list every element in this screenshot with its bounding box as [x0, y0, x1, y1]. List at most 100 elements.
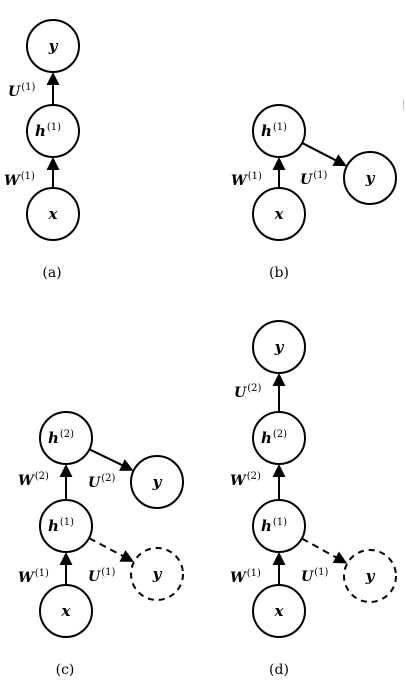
edge-label-d-h1-y1: U(1)	[301, 567, 328, 585]
node-d-x-label-base: x	[274, 602, 285, 620]
node-c-h1-circle	[39, 499, 93, 553]
edge-label-c-h1-y1-superscript: (1)	[101, 567, 115, 578]
edge-label-c-x-h1-base: W	[18, 570, 35, 586]
edge-label-d-h1-h2-base: W	[230, 473, 247, 489]
edge-label-a-h1-y-base: U	[8, 84, 21, 100]
edge-c-h2-to-y2	[88, 448, 134, 471]
edge-b-h1-to-y-line	[301, 142, 337, 162]
edge-b-x-to-h1	[272, 157, 286, 188]
node-b-x-circle	[252, 187, 306, 241]
node-b-h1-label: h(1)	[261, 122, 287, 140]
edge-c-h1-to-y1-arrowhead	[119, 550, 134, 562]
node-d-y1: y	[343, 549, 397, 603]
edge-c-x-to-h1-arrowhead	[59, 552, 73, 565]
edge-c-h2-to-y2-line	[88, 448, 124, 467]
edge-label-c-x-h1: W(1)	[18, 568, 49, 586]
edge-label-c-x-h1-superscript: (1)	[35, 568, 49, 579]
edge-d-h1-to-h2-arrowhead	[272, 464, 286, 477]
node-b-y-label: y	[365, 169, 376, 187]
node-a-x-label: x	[48, 205, 59, 223]
edge-label-c-h1-h2-superscript: (2)	[35, 471, 49, 482]
edge-a-h1-to-y-arrowhead	[46, 72, 60, 85]
edge-label-a-h1-y-superscript: (1)	[21, 82, 35, 93]
node-c-y2: y	[130, 455, 184, 509]
node-c-x-label-base: x	[61, 602, 72, 620]
edge-c-h2-to-y2-arrowhead	[119, 459, 134, 471]
edge-a-x-to-h1-arrowhead	[46, 157, 60, 170]
edge-label-c-h2-y2-base: U	[88, 475, 101, 491]
node-d-h1-label-superscript: (1)	[273, 517, 287, 528]
node-a-y: y	[26, 19, 80, 73]
panel-caption-d: (d)	[269, 662, 289, 678]
node-b-h1-label-superscript: (1)	[273, 122, 287, 133]
edge-label-c-h1-y1: U(1)	[88, 567, 115, 585]
edge-d-h1-to-y1-arrowhead	[332, 551, 348, 564]
node-a-h1-circle	[26, 104, 80, 158]
edge-d-h2-to-y2	[272, 373, 286, 412]
edge-label-d-h1-y1-superscript: (1)	[314, 567, 328, 578]
node-d-h1: h(1)	[252, 499, 306, 553]
edge-label-a-h1-y: U(1)	[8, 82, 35, 100]
edge-label-d-x-h1-superscript: (1)	[247, 568, 261, 579]
edge-d-x-to-h1-arrowhead	[272, 552, 286, 565]
edge-label-b-x-h1: W(1)	[231, 171, 262, 189]
node-a-h1-label: h(1)	[35, 122, 61, 140]
node-c-h1-label-superscript: (1)	[60, 517, 74, 528]
node-c-y1-circle	[130, 547, 184, 601]
edge-label-b-h1-y-superscript: (1)	[313, 170, 327, 181]
label-layer: (a)W(1)U(1)(b)W(1)U(1)(c)W(1)W(2)U(2)U(1…	[4, 82, 328, 678]
node-d-h2-label-base: h	[261, 429, 272, 447]
panel-caption-b: (b)	[269, 265, 289, 281]
page-edge-mark	[403, 100, 404, 110]
edge-c-h1-to-h2-arrowhead	[59, 464, 73, 477]
node-d-y2-circle	[252, 320, 306, 374]
edge-label-c-h2-y2-superscript: (2)	[101, 473, 115, 484]
node-b-y-circle	[343, 151, 397, 205]
edge-c-x-to-h1	[59, 552, 73, 585]
node-a-x: x	[26, 187, 80, 241]
edge-label-d-h2-y2: U(2)	[234, 383, 261, 401]
node-c-y2-label: y	[152, 473, 163, 491]
node-d-h2-label-superscript: (2)	[273, 429, 287, 440]
node-d-y1-label-base: y	[365, 567, 376, 585]
edge-label-d-h1-h2-superscript: (2)	[247, 471, 261, 482]
edge-label-a-x-h1-base: W	[4, 173, 21, 189]
node-d-y1-label: y	[365, 567, 376, 585]
panel-caption-c: (c)	[56, 662, 75, 678]
edge-label-c-h1-h2: W(2)	[18, 471, 49, 489]
node-c-y1: y	[130, 547, 184, 601]
node-a-h1-label-superscript: (1)	[47, 122, 61, 133]
edge-label-a-x-h1: W(1)	[4, 171, 35, 189]
edge-b-h1-to-y-arrowhead	[332, 154, 347, 167]
edge-label-d-x-h1: W(1)	[230, 568, 261, 586]
node-d-x-label: x	[274, 602, 285, 620]
edge-b-x-to-h1-arrowhead	[272, 157, 286, 170]
node-b-y: y	[343, 151, 397, 205]
edge-c-h1-to-h2	[59, 464, 73, 500]
node-d-y2: y	[252, 320, 306, 374]
node-a-x-circle	[26, 187, 80, 241]
edge-c-h1-to-y1	[88, 537, 134, 562]
node-d-h2-label: h(2)	[261, 429, 287, 447]
node-a-h1: h(1)	[26, 104, 80, 158]
node-a-x-label-base: x	[48, 205, 59, 223]
edge-label-b-h1-y-base: U	[300, 172, 313, 188]
node-b-h1-label-base: h	[261, 122, 272, 140]
edge-label-b-x-h1-base: W	[231, 173, 248, 189]
node-c-h1-label-base: h	[48, 517, 59, 535]
edge-label-c-h1-h2-base: W	[18, 473, 35, 489]
edge-label-d-h1-y1-base: U	[301, 569, 314, 585]
edge-label-c-h1-y1-base: U	[88, 569, 101, 585]
node-c-y2-label-base: y	[152, 473, 163, 491]
edge-label-d-h2-y2-superscript: (2)	[247, 383, 261, 394]
node-c-y1-label-base: y	[152, 565, 163, 583]
node-c-h2-label: h(2)	[48, 429, 74, 447]
edge-b-h1-to-y	[301, 142, 347, 167]
edge-c-h1-to-y1-line	[88, 537, 124, 558]
edge-label-b-x-h1-superscript: (1)	[248, 171, 262, 182]
edge-label-b-h1-y: U(1)	[300, 170, 327, 188]
edge-label-a-x-h1-superscript: (1)	[21, 171, 35, 182]
node-c-h2-label-superscript: (2)	[60, 429, 74, 440]
node-c-y1-label: y	[152, 565, 163, 583]
